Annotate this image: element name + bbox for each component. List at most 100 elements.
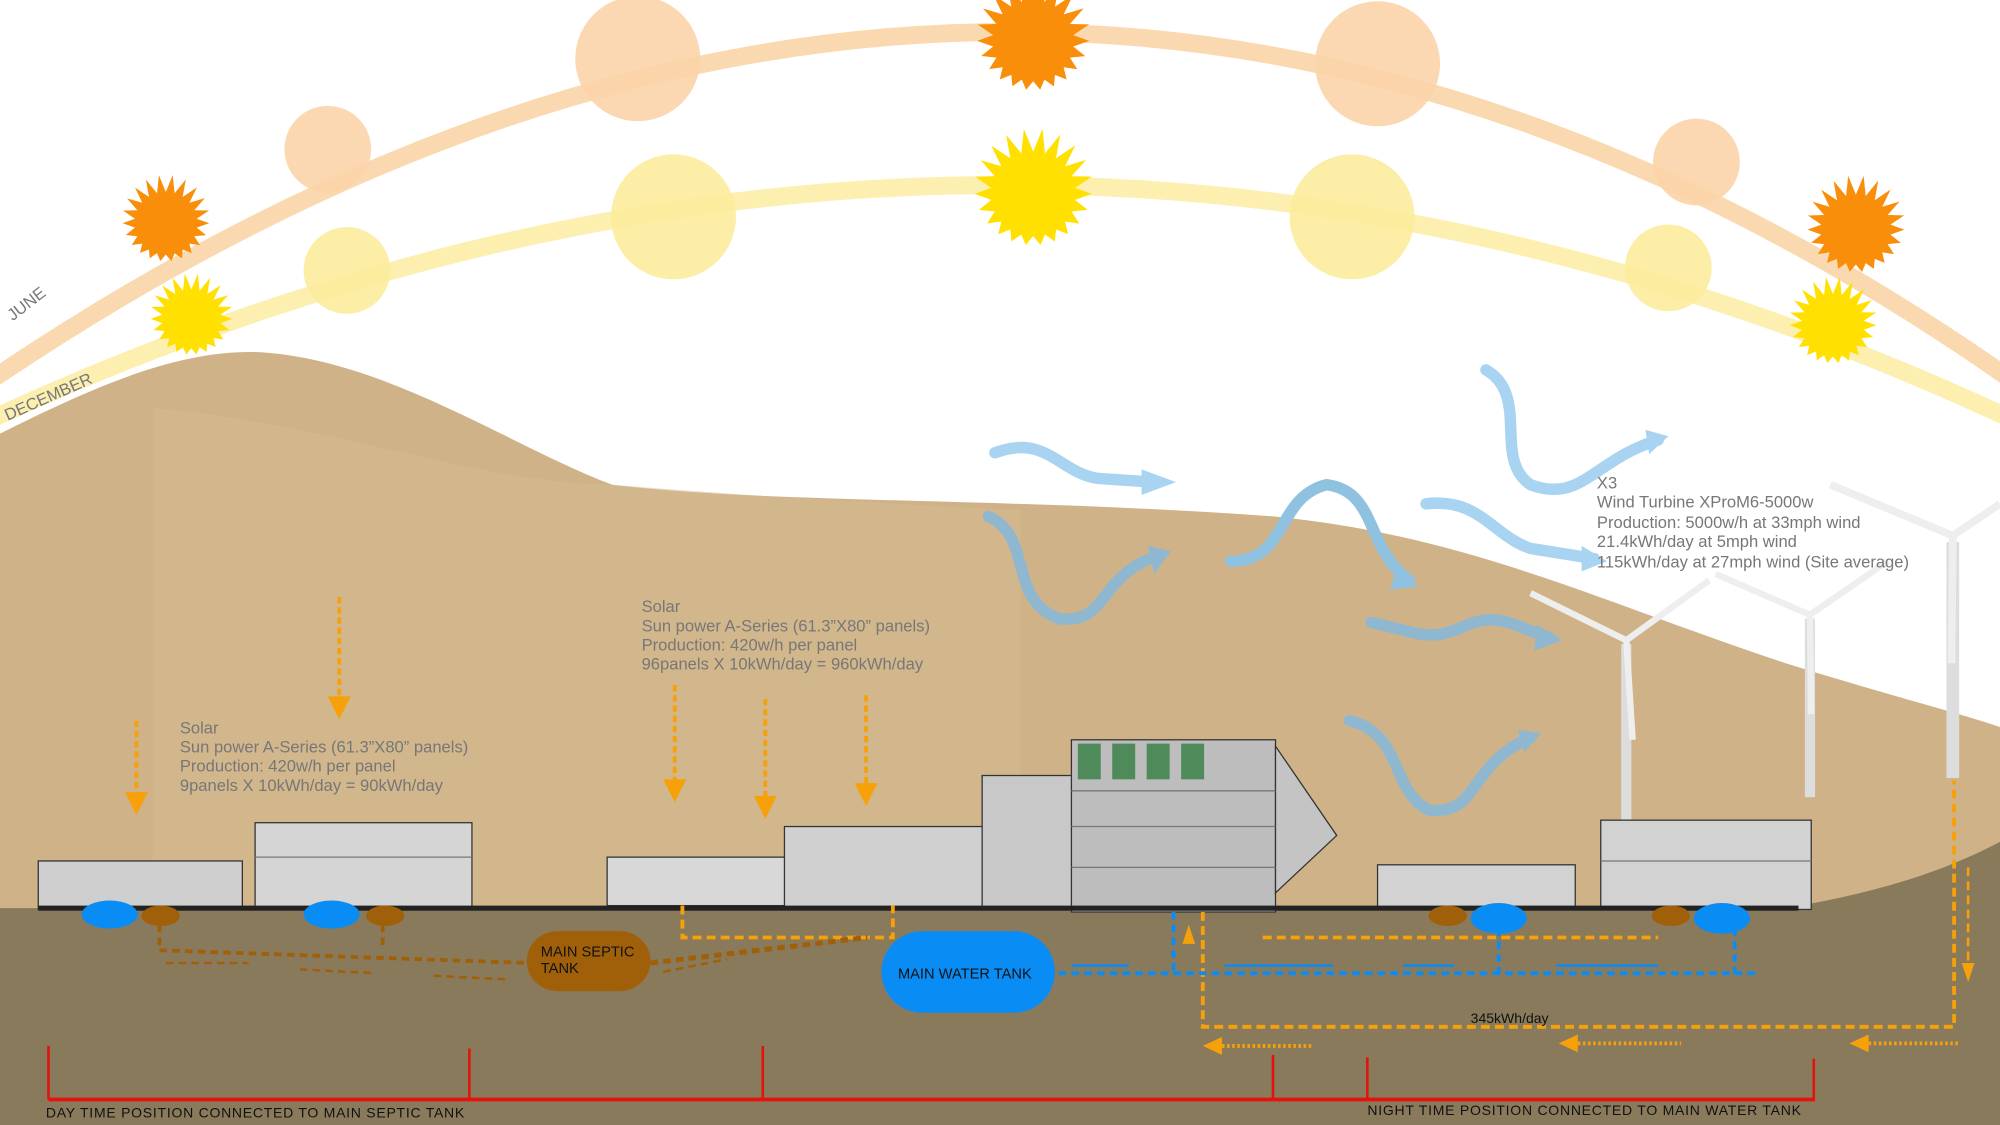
water-tank-small: [1470, 903, 1527, 934]
wind-arrows: [982, 364, 1664, 817]
green-roof-tanks: [1077, 743, 1205, 780]
septic-tank-small: [366, 905, 405, 927]
building-floor-lines: [255, 790, 1812, 868]
june-sun-icon: [1807, 175, 1905, 272]
septic-line: [165, 957, 728, 981]
water-tank-small: [1693, 903, 1750, 934]
main-septic-tank: MAIN SEPTIC TANK: [526, 931, 651, 992]
label-title: Solar: [642, 597, 681, 616]
label-line: 21.4kWh/day at 5mph wind: [1597, 532, 1797, 551]
night-time-label: NIGHT TIME POSITION CONNECTED TO MAIN WA…: [1367, 1102, 1801, 1118]
wind-arrow-heads: [1141, 429, 1669, 753]
building-module: [1600, 819, 1812, 911]
energy-line: [680, 905, 895, 940]
main-water-tank: MAIN WATER TANK: [881, 931, 1055, 1013]
water-tank-small: [81, 900, 138, 929]
label-line: 115kWh/day at 27mph wind (Site average): [1597, 553, 1909, 572]
building-module: [1376, 864, 1576, 911]
label-line: Sun power A-Series (61.3”X80” panels): [642, 616, 930, 635]
sun-position: [1315, 1, 1441, 127]
label-line: 96panels X 10kWh/day = 960kWh/day: [642, 655, 924, 674]
solar-energy-arrow: [753, 698, 777, 819]
label-line: 9panels X 10kWh/day = 90kWh/day: [180, 776, 444, 795]
solar-energy-arrow: [663, 684, 687, 803]
label-line: Production: 420w/h per panel: [642, 636, 858, 655]
solar-energy-arrow: [125, 720, 148, 816]
water-tank-small: [303, 900, 360, 929]
december-sun-icon: [1789, 277, 1877, 364]
label-line: Wind Turbine XProM6-5000w: [1597, 493, 1815, 512]
wind-arrow: [982, 510, 1167, 625]
septic-tank-small: [1651, 905, 1691, 927]
energy-line: [1200, 780, 1956, 1029]
june-faded-suns: [284, 0, 1740, 206]
wind-turbine: [1828, 481, 2000, 779]
building-module: [606, 856, 800, 907]
sun-position: [303, 227, 391, 314]
day-night-timeline: [47, 1045, 1816, 1102]
sun-position: [575, 0, 701, 122]
wind-turbines: [1529, 481, 2000, 823]
june-sun-icon: [122, 175, 210, 262]
december-sun-icon: [974, 128, 1092, 246]
wind-turbine: [1529, 577, 1712, 823]
wind-arrow: [1420, 497, 1601, 565]
arrow-head: [1961, 963, 1975, 983]
building-module: [254, 822, 473, 911]
septic-lines: [157, 924, 868, 981]
label-title: X3: [1597, 474, 1617, 493]
wind-arrow: [1225, 478, 1416, 587]
solar-energy-arrow: [327, 596, 351, 720]
arrow-head: [1581, 545, 1608, 572]
june-sun-icon: [977, 0, 1090, 90]
septic-tank-label-1: MAIN SEPTIC: [541, 945, 635, 961]
house-tanks: [81, 900, 1750, 934]
label-line: Production: 5000w/h at 33mph wind: [1597, 513, 1861, 532]
arrow-head: [1202, 1036, 1222, 1055]
wind-arrow: [1480, 364, 1664, 496]
december-sun-icon: [150, 273, 233, 355]
septic-tank-label-2: TANK: [541, 961, 579, 977]
arrow-head: [1141, 469, 1177, 495]
water-lines: [1058, 911, 1761, 976]
arrow-head: [1147, 545, 1171, 574]
energy-lines: [680, 780, 1970, 1029]
spiky-suns: [122, 0, 1905, 364]
wind-arrow: [989, 441, 1161, 488]
sun-position: [284, 105, 372, 193]
arrow-head: [1849, 1034, 1869, 1053]
sun-position: [1653, 118, 1740, 206]
solar-energy-arrow: [854, 695, 878, 807]
sun-position: [1625, 224, 1712, 312]
septic-tank-small: [1428, 905, 1467, 927]
water-line: [1171, 911, 1737, 974]
wind-arrow: [1365, 613, 1556, 644]
arrow-head: [1558, 1034, 1578, 1053]
building-module: [981, 774, 1079, 911]
sun-position: [1289, 154, 1415, 280]
septic-line: [650, 934, 868, 966]
wind-arrow: [1343, 714, 1537, 817]
arrow-head: [1517, 729, 1541, 753]
ground-slab: [38, 905, 1799, 911]
building-wing: [1274, 744, 1338, 895]
wind-turbine-label: X3 Wind Turbine XProM6-5000w Production:…: [1597, 474, 1909, 572]
solar-arrows: [125, 596, 878, 819]
septic-tank-small: [141, 905, 180, 927]
label-title: Solar: [180, 718, 219, 737]
label-line: Production: 420w/h per panel: [180, 757, 396, 776]
solar-center-label: Solar Sun power A-Series (61.3”X80” pane…: [642, 597, 930, 673]
wind-turbine: [1714, 558, 1890, 798]
day-time-label: DAY TIME POSITION CONNECTED TO MAIN SEPT…: [46, 1104, 465, 1120]
solar-left-label: Solar Sun power A-Series (61.3”X80” pane…: [180, 718, 468, 794]
building-module: [37, 860, 243, 911]
sun-position: [610, 154, 736, 280]
return-arrows: [1182, 924, 1975, 1055]
water-tank-label: MAIN WATER TANK: [898, 966, 1032, 982]
arrow-head: [1390, 567, 1419, 590]
arrow-head: [1182, 924, 1196, 944]
december-faded-suns: [303, 154, 1712, 314]
energy-total: 345kWh/day: [1471, 1010, 1549, 1026]
arrow-head: [1645, 429, 1669, 455]
